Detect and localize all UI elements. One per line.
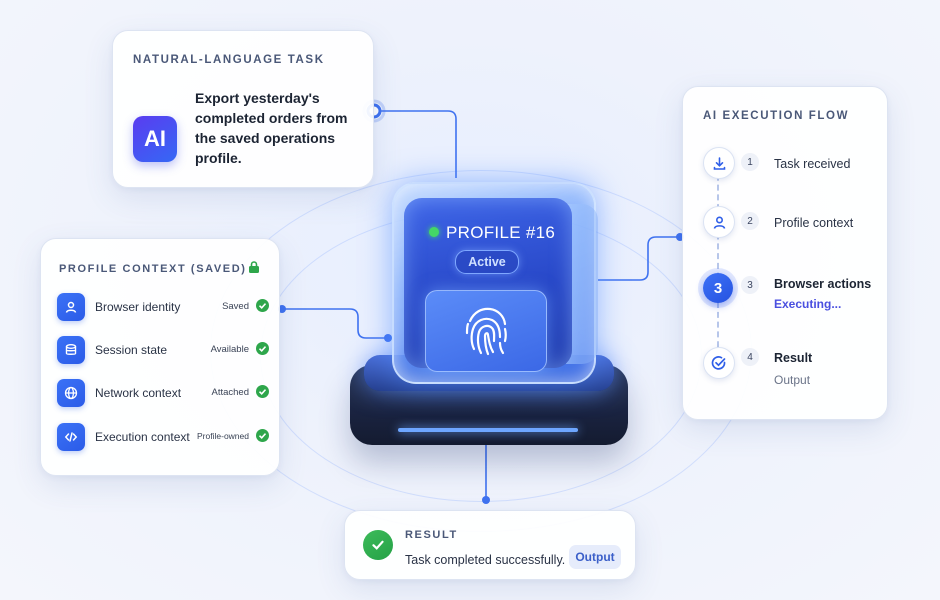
active-badge: Active bbox=[455, 250, 519, 274]
check-icon bbox=[256, 299, 269, 312]
step-number: 3 bbox=[741, 276, 759, 294]
user-icon bbox=[57, 293, 85, 321]
step-label: Browser actions bbox=[774, 277, 872, 291]
result-card: RESULT Task completed successfully. Outp… bbox=[344, 510, 636, 580]
step-label: Profile context bbox=[774, 216, 854, 230]
context-label: Execution context bbox=[95, 430, 190, 444]
success-check-icon bbox=[363, 530, 393, 560]
context-status: Available bbox=[210, 344, 249, 355]
globe-icon bbox=[57, 379, 85, 407]
context-row-session-state[interactable]: Session state Available bbox=[57, 336, 269, 364]
check-circle-icon bbox=[703, 347, 735, 379]
context-row-network-context[interactable]: Network context Attached bbox=[57, 379, 269, 407]
fingerprint-panel[interactable] bbox=[425, 290, 547, 372]
context-label: Session state bbox=[95, 343, 168, 357]
step-output: Output bbox=[774, 373, 811, 387]
ai-badge: AI bbox=[133, 116, 177, 162]
profile-context-card: PROFILE CONTEXT (SAVED) Browser identity… bbox=[40, 238, 280, 476]
step-number: 1 bbox=[741, 153, 759, 171]
task-heading: NATURAL-LANGUAGE TASK bbox=[133, 54, 325, 66]
profile-context-heading: PROFILE CONTEXT (SAVED) bbox=[59, 263, 247, 275]
context-status: Saved bbox=[222, 301, 249, 312]
output-button[interactable]: Output bbox=[569, 545, 621, 569]
context-row-browser-identity[interactable]: Browser identity Saved bbox=[57, 293, 269, 321]
code-icon bbox=[57, 423, 85, 451]
step-status: Executing... bbox=[774, 297, 842, 311]
context-status: Profile-owned bbox=[197, 431, 249, 441]
check-icon bbox=[256, 342, 269, 355]
execution-flow-card: AI EXECUTION FLOW 1 Task received 2 Prof… bbox=[682, 86, 888, 420]
step-label: Result bbox=[774, 351, 813, 365]
flow-heading: AI EXECUTION FLOW bbox=[703, 110, 850, 122]
profile-name: PROFILE #16 bbox=[446, 223, 556, 242]
lock-icon bbox=[249, 261, 259, 273]
device-base-light bbox=[398, 428, 578, 432]
download-icon bbox=[703, 147, 735, 179]
profile-device: PROFILE #16 Active bbox=[330, 160, 630, 460]
check-icon bbox=[256, 429, 269, 442]
task-text: Export yesterday's completed orders from… bbox=[195, 90, 348, 166]
context-label: Browser identity bbox=[95, 300, 181, 314]
fingerprint-icon bbox=[465, 307, 507, 356]
result-heading: RESULT bbox=[405, 529, 458, 541]
step-number: 4 bbox=[741, 348, 759, 366]
task-card: NATURAL-LANGUAGE TASK AI Export yesterda… bbox=[112, 30, 374, 188]
context-label: Network context bbox=[95, 386, 182, 400]
active-step-indicator: 3 bbox=[703, 273, 733, 303]
step-number: 2 bbox=[741, 212, 759, 230]
status-dot bbox=[429, 227, 439, 237]
check-icon bbox=[256, 385, 269, 398]
result-text: Task completed successfully. bbox=[405, 553, 566, 567]
context-row-execution-context[interactable]: Execution context Profile-owned bbox=[57, 423, 269, 451]
database-icon bbox=[57, 336, 85, 364]
step-label: Task received bbox=[774, 157, 851, 171]
user-icon bbox=[703, 206, 735, 238]
flow-connector bbox=[717, 165, 719, 357]
context-status: Attached bbox=[211, 387, 250, 398]
